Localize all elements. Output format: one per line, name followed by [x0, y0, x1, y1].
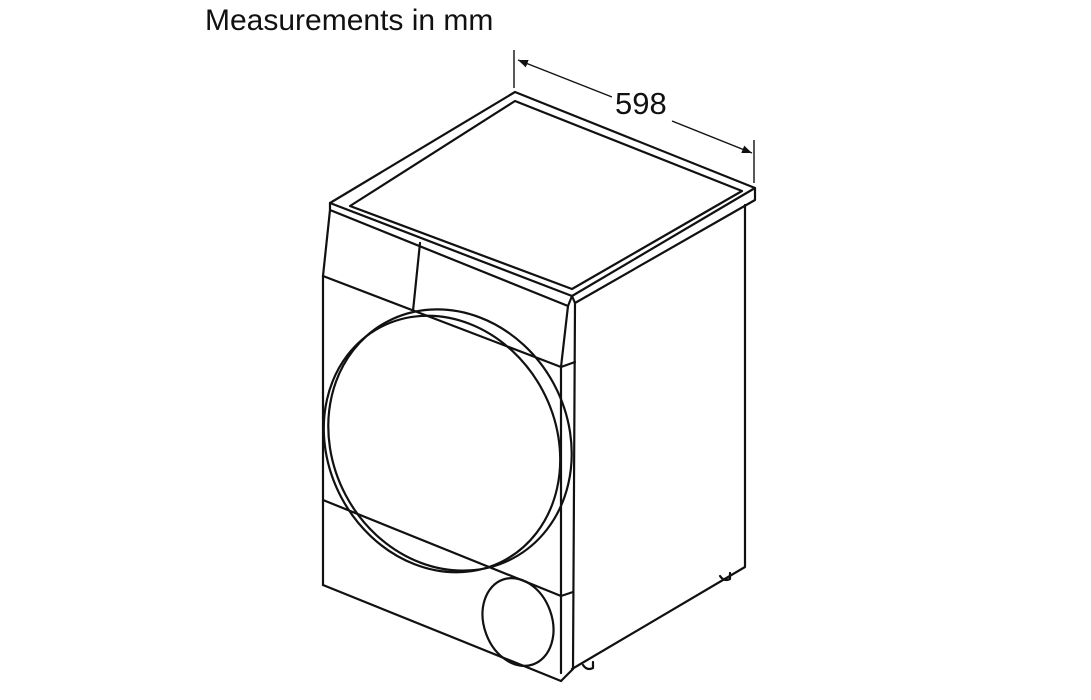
dimension-line-598 — [513, 50, 755, 183]
side-panel — [570, 203, 747, 671]
front-panel — [321, 208, 577, 683]
width-dimension-label: 598 — [612, 86, 670, 122]
filter-hatch — [481, 577, 555, 667]
door — [322, 308, 573, 574]
top-panel — [328, 90, 757, 308]
measurements-title: Measurements in mm — [205, 4, 494, 37]
